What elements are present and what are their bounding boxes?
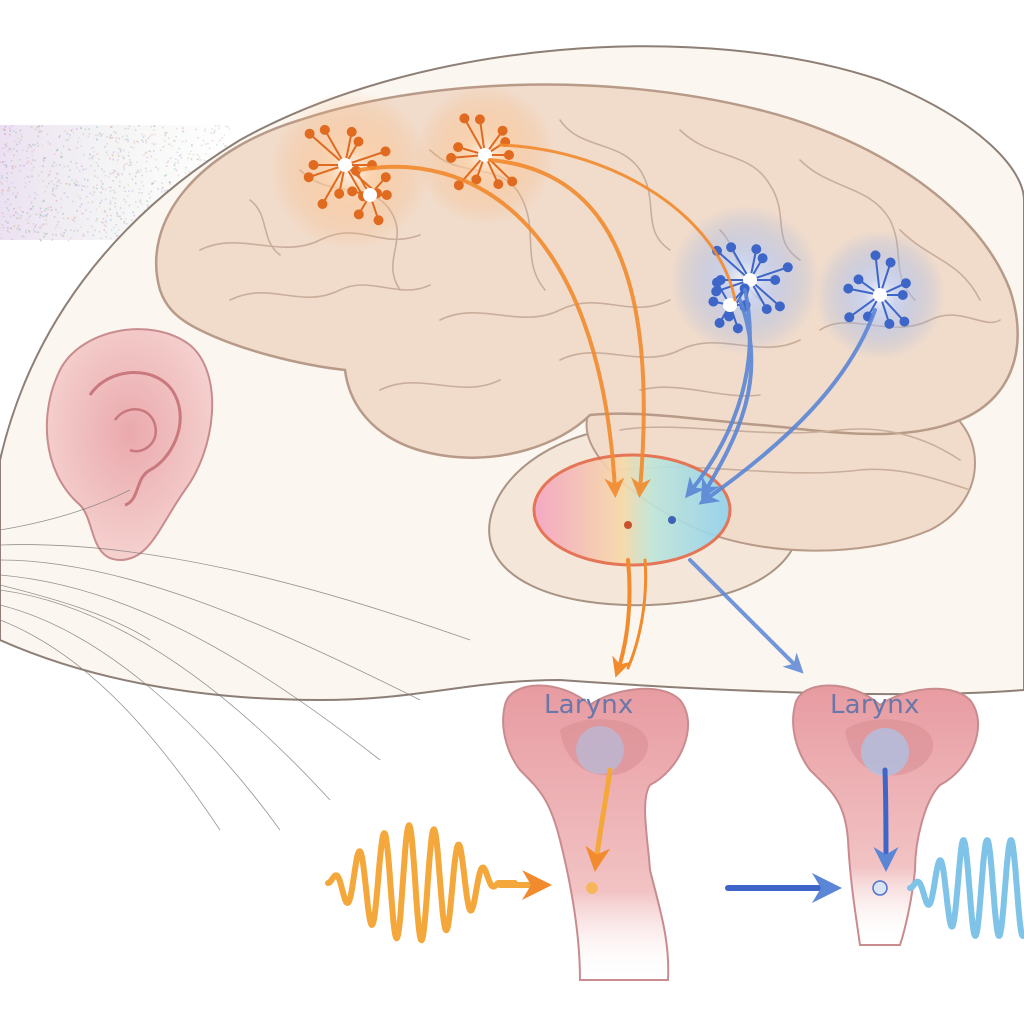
larynx-left-label: Larynx bbox=[544, 690, 634, 720]
orange-descending-pathway bbox=[612, 558, 632, 678]
blue-descending-pathway bbox=[688, 558, 804, 674]
larynx-left-icon bbox=[502, 684, 690, 981]
nucleus-point-orange bbox=[624, 521, 632, 529]
whiskers bbox=[0, 489, 471, 831]
orange-cluster-icon bbox=[270, 85, 555, 250]
orange-voice-point bbox=[586, 882, 598, 894]
larynx-right-label: Larynx bbox=[830, 690, 920, 720]
blue-pathways bbox=[684, 288, 877, 505]
sound-wave-left-icon bbox=[325, 822, 518, 944]
orange-larynx-arrow bbox=[585, 767, 613, 872]
nucleus-point-blue bbox=[668, 516, 676, 524]
orange-pathways bbox=[358, 143, 737, 498]
orange-descending-pathway-2 bbox=[626, 558, 648, 670]
blue-voice-point bbox=[872, 880, 888, 896]
motor-nucleus bbox=[532, 453, 732, 567]
sound-wave-right-icon bbox=[907, 837, 1024, 939]
blue-larynx-arrow bbox=[873, 767, 899, 872]
ear-icon bbox=[45, 328, 214, 562]
